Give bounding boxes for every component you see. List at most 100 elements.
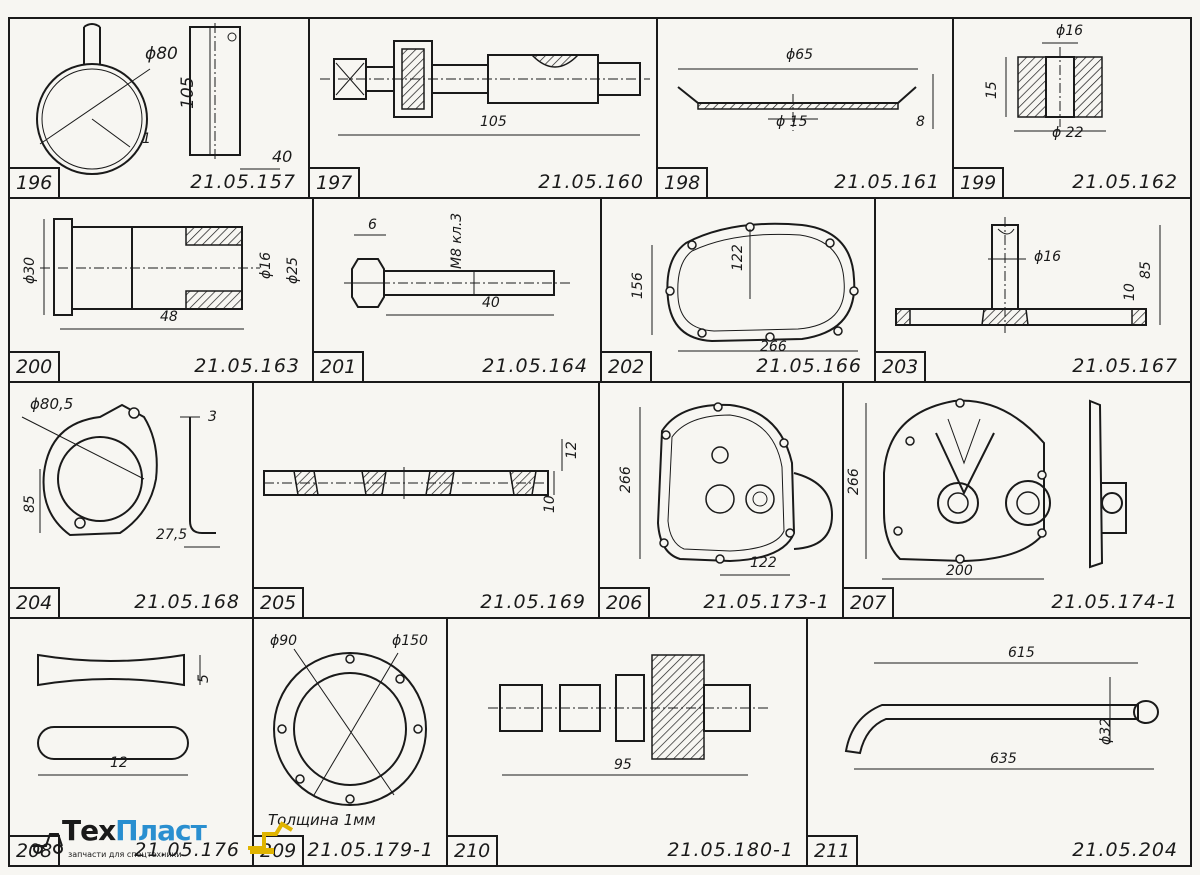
part-number: 199 xyxy=(954,167,1005,197)
part-number: 197 xyxy=(310,167,361,197)
dim-height: 105 xyxy=(178,76,198,109)
cell-198: ϕ65 ϕ 15 8 198 21.05.161 xyxy=(656,17,954,199)
cell-200: ϕ30 48 ϕ16 ϕ25 200 21.05.163 xyxy=(8,197,314,383)
part-code: 21.05.179-1 xyxy=(307,839,434,861)
dim-flange-diameter: ϕ30 xyxy=(22,256,38,284)
dim-hole-diameter: ϕ 15 xyxy=(776,114,808,130)
part-number: 210 xyxy=(448,835,499,865)
part-code: 21.05.204 xyxy=(1072,839,1178,861)
dim-width: 266 xyxy=(760,339,787,355)
cell-210: 95 210 21.05.180-1 xyxy=(446,617,808,867)
cell-203: ϕ16 85 10 203 21.05.167 xyxy=(874,197,1192,383)
dim-height: 266 xyxy=(618,466,634,493)
part-code: 21.05.169 xyxy=(480,591,586,613)
dim-inner-height: 10 xyxy=(542,495,558,513)
part-number: 203 xyxy=(876,351,927,381)
cell-197: 105 197 21.05.160 xyxy=(308,17,658,199)
part-205-drawing xyxy=(263,439,563,499)
part-201-drawing xyxy=(344,234,570,316)
part-code: 21.05.161 xyxy=(834,171,940,193)
part-204-drawing xyxy=(21,403,220,548)
cell-196: ϕ80 105 1 40 196 21.05.157 xyxy=(8,17,310,199)
part-code: 21.05.160 xyxy=(538,171,644,193)
brand-name: ТехПласт xyxy=(62,814,207,847)
part-number: 206 xyxy=(600,587,651,617)
part-number: 204 xyxy=(10,587,61,617)
part-code: 21.05.174-1 xyxy=(1051,591,1178,613)
dim-inner-diameter: ϕ90 xyxy=(270,633,298,649)
part-code: 21.05.176 xyxy=(134,839,240,861)
dim-bore-diameter: ϕ16 xyxy=(258,251,274,279)
dim-length: 40 xyxy=(482,295,500,311)
part-code: 21.05.157 xyxy=(190,171,296,193)
part-number: 207 xyxy=(844,587,895,617)
dim-width: 5 xyxy=(196,674,212,683)
part-200-drawing xyxy=(40,218,260,330)
dim-height: 85 xyxy=(1138,261,1154,279)
part-number: 201 xyxy=(314,351,365,381)
part-code: 21.05.173-1 xyxy=(703,591,830,613)
dim-head-height: 6 xyxy=(368,217,377,233)
dim-ball-diameter: ϕ32 xyxy=(1098,717,1114,745)
dim-inner-height: 122 xyxy=(730,244,746,271)
dim-height: 15 xyxy=(984,81,1000,99)
part-210-drawing xyxy=(488,654,768,776)
cell-206: 266 122 206 21.05.173-1 xyxy=(598,381,844,619)
dim-outer-diameter: ϕ 22 xyxy=(1052,125,1084,141)
loader-icon xyxy=(32,833,63,854)
part-number: 202 xyxy=(602,351,653,381)
dim-leg: 27,5 xyxy=(156,527,188,543)
dim-plate-thickness: 10 xyxy=(1122,283,1138,301)
brand-name-part-b: Пласт xyxy=(115,814,207,847)
dim-center-distance: 122 xyxy=(750,555,777,571)
part-208-drawing xyxy=(37,653,201,776)
cell-207: 266 200 207 21.05.174-1 xyxy=(842,381,1192,619)
part-198-drawing xyxy=(677,68,934,131)
part-211-drawing xyxy=(844,662,1159,770)
part-203-drawing xyxy=(895,217,1161,333)
part-code: 21.05.164 xyxy=(482,355,588,377)
part-199-drawing xyxy=(1005,42,1106,132)
dim-length: 95 xyxy=(614,757,632,773)
part-number: 196 xyxy=(10,167,61,197)
dim-width: 40 xyxy=(272,147,293,166)
brand-tagline: запчасти для спецтехники xyxy=(68,850,182,859)
cell-204: ϕ80,5 3 85 27,5 204 21.05.168 xyxy=(8,381,254,619)
part-209-drawing xyxy=(273,648,427,806)
dim-outer-height: 12 xyxy=(564,441,580,459)
dim-height: 8 xyxy=(916,114,925,130)
part-207-drawing xyxy=(865,398,1127,580)
dim-outer-diameter: ϕ150 xyxy=(392,633,428,649)
part-code: 21.05.180-1 xyxy=(667,839,794,861)
dim-thread: M8 кл.3 xyxy=(449,212,465,269)
part-197-drawing xyxy=(320,40,650,136)
thickness-note: Толщина 1мм xyxy=(268,811,376,829)
brand-name-part-a: Тех xyxy=(62,814,116,847)
part-202-drawing xyxy=(651,222,859,352)
dim-width: 200 xyxy=(946,563,973,579)
dim-height: 266 xyxy=(846,468,862,495)
cell-201: 6 M8 кл.3 40 201 21.05.164 xyxy=(312,197,602,383)
dim-diameter: ϕ80 xyxy=(145,44,178,64)
brand-watermark: ТехПласт запчасти для спецтехники xyxy=(28,810,298,872)
part-code: 21.05.166 xyxy=(756,355,862,377)
dim-outer-diameter: ϕ65 xyxy=(786,47,814,63)
dim-height: 85 xyxy=(22,495,38,513)
dim-total-length: 635 xyxy=(990,751,1017,767)
part-number: 200 xyxy=(10,351,61,381)
part-code: 21.05.162 xyxy=(1072,171,1178,193)
dim-outer-diameter: ϕ25 xyxy=(285,256,301,284)
dim-length: 48 xyxy=(160,309,178,325)
dim-inner-diameter: ϕ16 xyxy=(1056,23,1084,39)
part-206-drawing xyxy=(639,402,834,576)
part-code: 21.05.167 xyxy=(1072,355,1178,377)
part-number: 211 xyxy=(808,835,859,865)
dim-straight-length: 615 xyxy=(1008,645,1035,661)
part-code: 21.05.163 xyxy=(194,355,300,377)
dim-stem-diameter: ϕ16 xyxy=(1034,249,1062,265)
dim-thickness: 1 xyxy=(142,131,151,147)
dim-length: 12 xyxy=(110,755,128,771)
cell-205: 12 10 205 21.05.169 xyxy=(252,381,600,619)
part-196-drawing xyxy=(36,23,280,175)
